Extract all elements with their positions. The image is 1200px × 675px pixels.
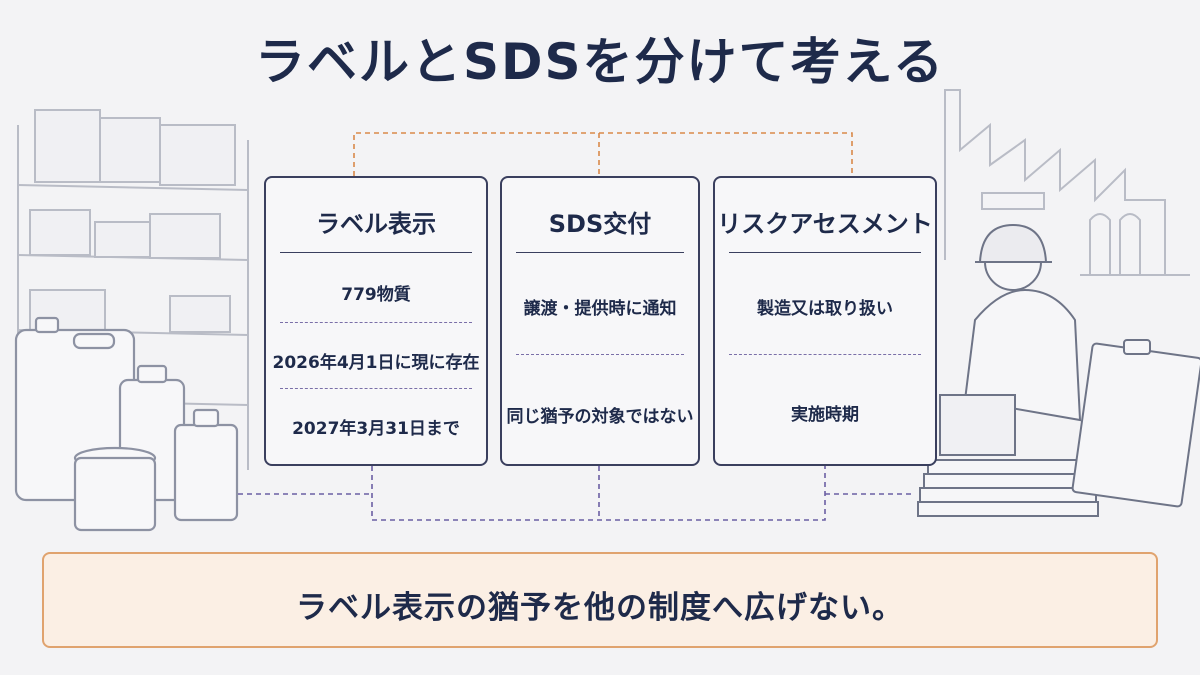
top-connector xyxy=(353,132,853,176)
card-label-display: ラベル表示 779物質 2026年4月1日に現に存在 2027年3月31日まで xyxy=(264,176,488,466)
card-heading: SDS交付 xyxy=(548,210,652,238)
page-title: ラベルとSDSを分けて考える xyxy=(254,33,946,91)
card-divider xyxy=(516,252,684,253)
conclusion-text: ラベル表示の猶予を他の制度へ広げない。 xyxy=(296,590,904,626)
card-divider xyxy=(280,252,472,253)
dashed-divider xyxy=(280,322,472,323)
card-item: 実施時期 xyxy=(791,405,859,425)
card-item: 同じ猶予の対象ではない xyxy=(506,407,694,427)
chemical-containers-illustration xyxy=(14,316,239,532)
dashed-divider xyxy=(280,388,472,389)
card-item: 2026年4月1日に現に存在 xyxy=(272,353,480,373)
worker-illustration xyxy=(917,223,1200,517)
card-divider xyxy=(729,252,921,253)
bottom-connector xyxy=(238,466,915,521)
dashed-divider xyxy=(729,354,921,355)
card-item: 2027年3月31日まで xyxy=(292,419,460,439)
factory-illustration xyxy=(944,89,1190,276)
dashed-divider xyxy=(516,354,684,355)
card-risk-assessment: リスクアセスメント 製造又は取り扱い 実施時期 xyxy=(713,176,937,466)
card-sds: SDS交付 譲渡・提供時に通知 同じ猶予の対象ではない xyxy=(500,176,700,466)
card-heading: ラベル表示 xyxy=(316,210,436,238)
card-item: 779物質 xyxy=(341,285,411,305)
card-item: 譲渡・提供時に通知 xyxy=(523,299,677,319)
card-heading: リスクアセスメント xyxy=(717,210,933,238)
card-item: 製造又は取り扱い xyxy=(757,299,893,319)
conclusion-callout: ラベル表示の猶予を他の制度へ広げない。 xyxy=(42,552,1158,648)
